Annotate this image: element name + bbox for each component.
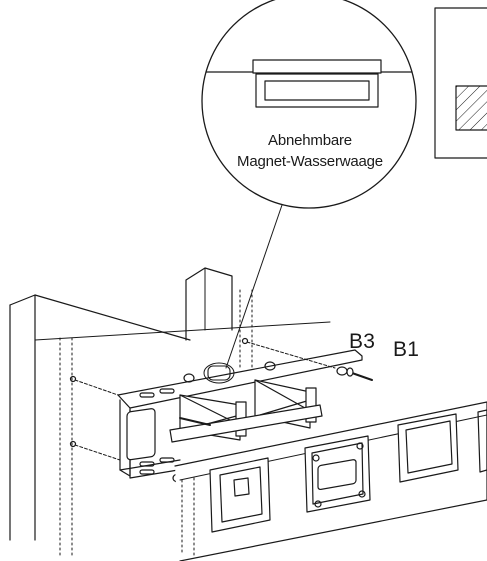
articulating-arms (169, 379, 323, 443)
wall-bracket (117, 349, 363, 479)
magnifier-callout (201, 0, 417, 369)
tv-plate (174, 401, 487, 561)
part-label-b3: B3 (349, 330, 376, 353)
part-label-b1: B1 (393, 338, 420, 361)
wall (9, 267, 331, 556)
callout-text-line-1: Abnehmbare (268, 132, 352, 149)
callout-text-line-2: Magnet-Wasserwaage (237, 153, 383, 170)
detail-inset-box (434, 7, 487, 159)
